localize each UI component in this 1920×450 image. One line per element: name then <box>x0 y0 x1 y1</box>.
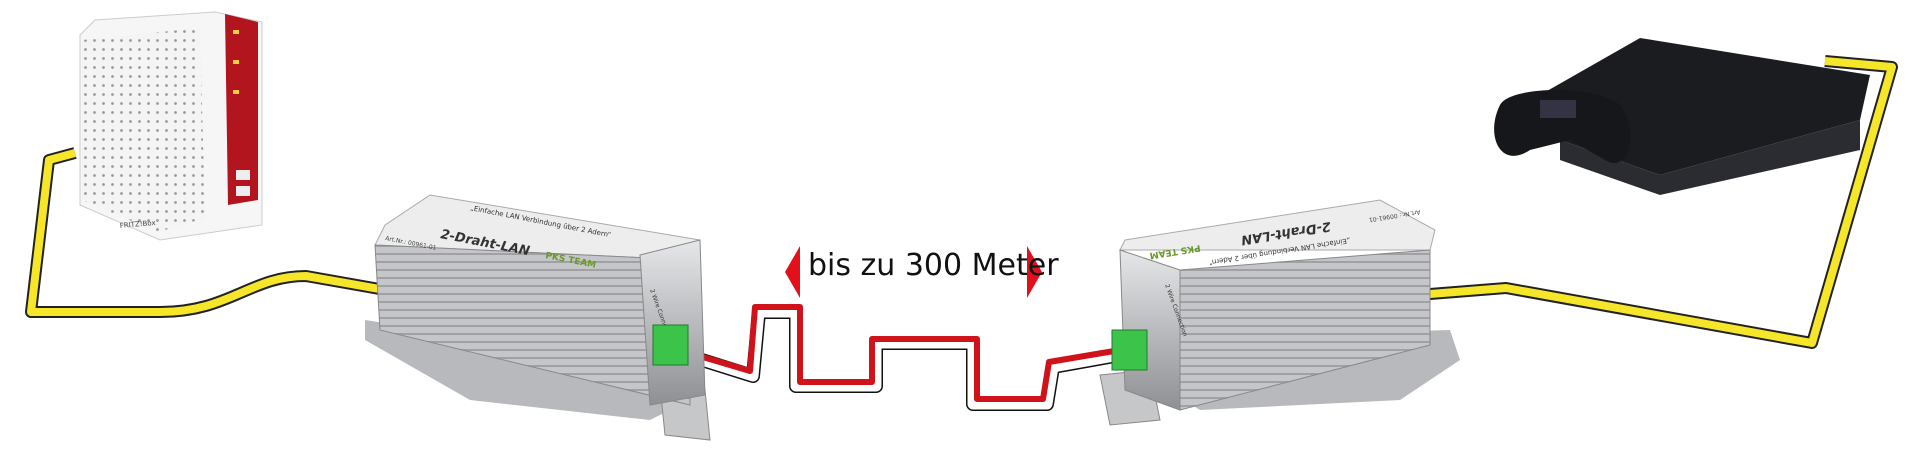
right-2-draht-lan-device: 2-Draht-LAN „Einfache LAN Verbindung übe… <box>1099 199 1460 426</box>
arrow-right-icon <box>1027 246 1042 298</box>
two-wire-cable <box>683 304 1122 411</box>
arrow-left-icon <box>785 246 800 298</box>
game-console-image <box>1494 38 1870 195</box>
left-2-draht-lan-device: 2-Draht-LAN „Einfache LAN Verbindung übe… <box>365 194 711 441</box>
terminal-block <box>652 324 689 366</box>
distance-label: bis zu 300 Meter <box>808 248 1059 283</box>
controller-image <box>1494 90 1631 163</box>
terminal-block <box>1111 329 1148 371</box>
router-image: FRITZ!Box <box>79 11 263 241</box>
router-brand: FRITZ!Box <box>119 219 155 230</box>
